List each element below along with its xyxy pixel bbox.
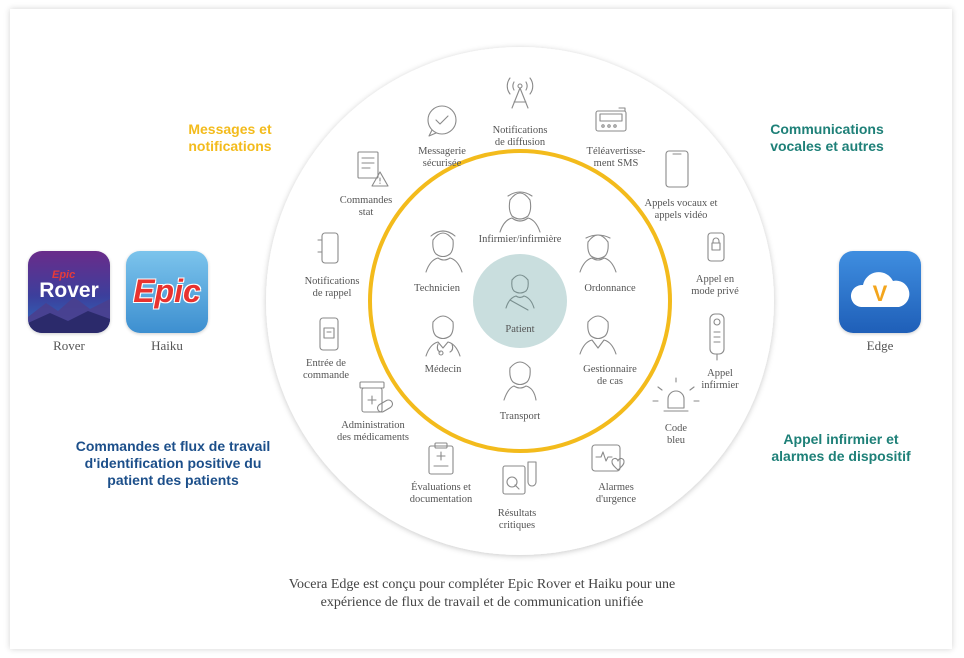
edge-cloud-icon: [850, 272, 910, 307]
role-technician: Technicien: [414, 283, 460, 294]
label-private-call: Appel en mode privé: [691, 274, 739, 297]
category-voice-communications: Communications vocales et autres: [770, 121, 884, 154]
edge-logo-main: V: [872, 281, 888, 306]
label-broadcast-notifications: Notifications de diffusion: [492, 125, 548, 148]
alarm-light-icon: [652, 377, 700, 412]
nurse-call-remote-icon: [709, 313, 725, 361]
label-medication-administration: Administration des médicaments: [336, 420, 410, 443]
technician-icon: [425, 230, 463, 273]
label-emergency-alarms: Alarmes d'urgence: [595, 482, 637, 505]
broadcast-tower-icon: [506, 77, 534, 109]
doctor-icon: [425, 315, 461, 357]
phone-lock-icon: [707, 232, 725, 262]
nurse-icon: [499, 191, 541, 233]
haiku-app-icon[interactable]: Epic: [126, 251, 208, 333]
label-voice-video-calls: Appels vocaux et appels vidéo: [644, 198, 718, 221]
lab-results-icon: [502, 461, 537, 495]
role-case-manager: Gestionnaire de cas: [583, 364, 637, 387]
rover-mountains-icon: [28, 297, 110, 333]
center-circle: [473, 254, 567, 348]
label-nurse-call: Appel infirmier: [701, 368, 739, 391]
case-manager-icon: [579, 315, 617, 355]
label-secure-messaging: Messagerie sécurisée: [418, 146, 466, 169]
category-messages-notifications: Messages et notifications: [188, 121, 272, 154]
rover-app-icon[interactable]: Epic Rover: [28, 251, 110, 333]
center-patient-label: Patient: [505, 324, 535, 335]
role-orderly: Ordonnance: [584, 283, 636, 294]
patient-icon: [505, 274, 535, 311]
secure-message-icon: [427, 105, 457, 137]
app-haiku[interactable]: Epic Haiku: [126, 251, 208, 354]
app-rover[interactable]: Epic Rover Rover: [28, 251, 110, 354]
reminder-phone-icon: [317, 232, 339, 264]
rover-app-name: Rover: [53, 338, 85, 353]
label-critical-results: Résultats critiques: [497, 508, 537, 531]
stat-orders-icon: [357, 151, 389, 187]
role-transport: Transport: [499, 411, 541, 422]
haiku-logo-main: Epic: [133, 273, 201, 309]
label-reminder-notifications: Notifications de rappel: [304, 276, 360, 299]
rover-logo-small: Epic: [52, 269, 76, 281]
category-orders-workflow: Commandes et flux de travail d'identific…: [75, 438, 271, 488]
role-doctor: Médecin: [424, 364, 462, 375]
label-order-entry: Entrée de commande: [302, 358, 350, 381]
clipboard-icon: [428, 442, 454, 475]
label-sms-paging: Téléavertisse- ment SMS: [586, 146, 646, 169]
app-edge[interactable]: V Edge: [839, 251, 921, 354]
medication-icon: [359, 381, 394, 413]
haiku-app-name: Haiku: [151, 338, 183, 353]
heart-monitor-icon: [591, 444, 625, 472]
orderly-icon: [579, 234, 617, 273]
pager-icon: [595, 107, 627, 132]
transport-icon: [503, 361, 537, 401]
rover-logo-main: Rover: [39, 279, 99, 302]
edge-app-name: Edge: [866, 338, 894, 353]
order-entry-phone-icon: [319, 317, 339, 351]
label-assessments-documentation: Évaluations et documentation: [409, 482, 473, 505]
label-code-blue: Code bleu: [664, 423, 688, 446]
role-nurse: Infirmier/infirmière: [478, 234, 562, 245]
footer-caption: Vocera Edge est conçu pour compléter Epi…: [288, 577, 676, 610]
label-stat-orders: Commandes stat: [339, 195, 393, 218]
smartphone-icon: [665, 150, 689, 188]
edge-app-icon[interactable]: V: [839, 251, 921, 333]
category-nurse-call-alarms: Appel infirmier et alarmes de dispositif: [771, 431, 911, 464]
